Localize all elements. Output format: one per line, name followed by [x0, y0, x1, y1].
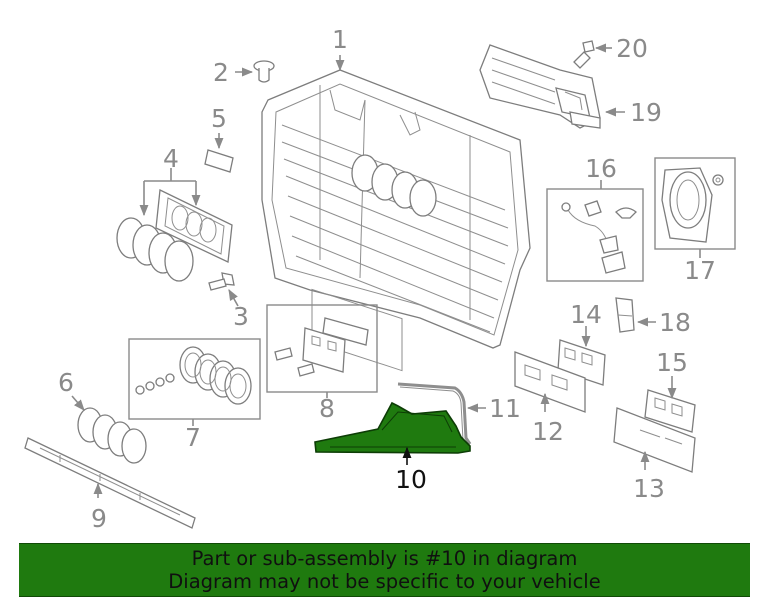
part-11-trim-wire[interactable] — [397, 382, 472, 445]
callout-15: 15 — [656, 348, 688, 377]
part-4-emblem[interactable] — [116, 189, 233, 282]
callout-10: 10 — [395, 465, 427, 494]
part-17-box — [654, 157, 736, 250]
part-1-grille[interactable] — [261, 69, 531, 372]
callout-5: 5 — [211, 104, 227, 133]
banner-line-1: Part or sub-assembly is #10 in diagram — [191, 547, 578, 570]
part-12-plate-carrier[interactable] — [514, 351, 586, 413]
callout-9: 9 — [91, 504, 107, 533]
part-16-box — [546, 188, 644, 282]
callout-13: 13 — [633, 474, 665, 503]
part-10-highlighted[interactable] — [314, 401, 471, 454]
callout-19: 19 — [630, 98, 662, 127]
callout-16: 16 — [585, 154, 617, 183]
part-8-bracket-set[interactable] — [274, 317, 369, 377]
callout-8: 8 — [319, 394, 335, 423]
part-16-sensor-harness[interactable] — [561, 200, 637, 274]
callout-3: 3 — [233, 302, 249, 331]
part-13-license-plate[interactable] — [613, 407, 696, 473]
banner-line-2: Diagram may not be specific to your vehi… — [168, 570, 601, 593]
part-9-lower-strip[interactable] — [24, 437, 196, 529]
part-17-housing[interactable] — [661, 167, 724, 243]
callout-11: 11 — [489, 394, 521, 423]
callout-17: 17 — [684, 256, 716, 285]
part-20-bolt[interactable] — [573, 40, 595, 69]
part-15-bracket[interactable] — [644, 389, 696, 433]
part-18-clip[interactable] — [615, 297, 635, 333]
callout-18: 18 — [659, 308, 691, 337]
part-7-box — [128, 338, 261, 420]
callout-4: 4 — [163, 144, 179, 173]
callout-1: 1 — [332, 25, 348, 54]
callout-2: 2 — [213, 58, 229, 87]
info-banner: Part or sub-assembly is #10 in diagram D… — [19, 543, 750, 597]
part-5-plate[interactable] — [204, 149, 234, 173]
part-3-bolt[interactable] — [208, 272, 235, 291]
callout-6: 6 — [58, 368, 74, 397]
callout-14: 14 — [570, 300, 602, 329]
part-7-emblem-set[interactable] — [135, 346, 252, 405]
part-2-screw[interactable] — [253, 60, 275, 83]
callout-20: 20 — [616, 34, 648, 63]
callout-7: 7 — [185, 423, 201, 452]
part-19-bracket[interactable] — [479, 44, 601, 129]
part-8-box — [266, 304, 378, 393]
part-6-rings[interactable] — [77, 407, 147, 464]
callout-12: 12 — [532, 417, 564, 446]
